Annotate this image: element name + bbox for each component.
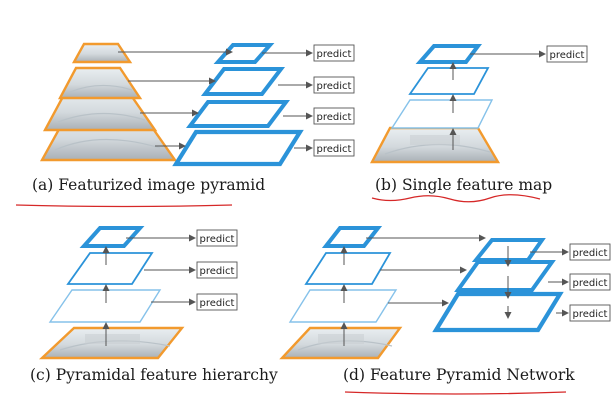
panel-a-featurized-image-pyramid: predict predict predict predict (a) Feat… bbox=[15, 42, 355, 208]
feature-map-3 bbox=[186, 100, 290, 128]
predict-box-a1: predict bbox=[313, 44, 355, 62]
predict-label: predict bbox=[317, 112, 352, 123]
feature-pyramid bbox=[172, 43, 304, 167]
panel-d-feature-pyramid-network: predict predict predict (d) Feature Pyra… bbox=[279, 226, 611, 395]
predict-label: predict bbox=[200, 266, 235, 277]
feature-map-top bbox=[415, 44, 482, 64]
image-pyramid bbox=[39, 42, 178, 162]
bottom-up-top bbox=[321, 226, 383, 248]
top-down-top bbox=[471, 238, 546, 262]
predict-label: predict bbox=[317, 49, 352, 60]
panel-c-pyramidal-feature-hierarchy: predict predict predict (c) Pyramidal fe… bbox=[30, 226, 278, 384]
underline-b bbox=[371, 194, 541, 203]
panel-b-single-feature-map: predict (b) Single feature map bbox=[370, 44, 588, 203]
caption-a: (a) Featurized image pyramid bbox=[32, 176, 265, 194]
predict-label: predict bbox=[200, 298, 235, 309]
caption-b: (b) Single feature map bbox=[375, 176, 552, 194]
predict-label: predict bbox=[573, 309, 608, 320]
underline-d bbox=[344, 391, 567, 395]
feature-map-mid bbox=[408, 67, 490, 95]
feature-map-2 bbox=[200, 67, 286, 96]
top-down-bottom bbox=[432, 291, 564, 333]
caption-c: (c) Pyramidal feature hierarchy bbox=[30, 366, 278, 384]
predict-box-a3: predict bbox=[313, 107, 355, 125]
predict-box-c2: predict bbox=[196, 261, 238, 279]
predict-label: predict bbox=[200, 234, 235, 245]
predict-label: predict bbox=[573, 278, 608, 289]
feature-map-light bbox=[390, 99, 494, 129]
underline-a bbox=[15, 204, 233, 208]
caption-d: (d) Feature Pyramid Network bbox=[343, 366, 575, 384]
predict-box-a4: predict bbox=[313, 139, 355, 157]
feature-map-top bbox=[79, 226, 145, 248]
predict-label: predict bbox=[317, 81, 352, 92]
predict-label: predict bbox=[573, 248, 608, 259]
image-level-1 bbox=[71, 42, 133, 64]
top-down-mid bbox=[454, 260, 556, 292]
image-to-feature-arrows bbox=[118, 48, 233, 150]
predict-box-a2: predict bbox=[313, 76, 355, 94]
predict-box-c3: predict bbox=[196, 293, 238, 311]
predict-box-c1: predict bbox=[196, 229, 238, 247]
feature-map-light bbox=[48, 289, 162, 323]
predict-label: predict bbox=[317, 144, 352, 155]
predict-label: predict bbox=[550, 50, 585, 61]
predict-box-d1: predict bbox=[569, 243, 611, 261]
predict-arrows bbox=[262, 49, 313, 152]
feature-map-4 bbox=[172, 129, 304, 167]
bottom-up-light bbox=[288, 289, 398, 323]
bottom-up-mid bbox=[304, 252, 392, 285]
predict-box-b1: predict bbox=[546, 45, 588, 63]
image-level-2 bbox=[58, 66, 143, 100]
predict-box-d3: predict bbox=[569, 304, 611, 322]
predict-box-d2: predict bbox=[569, 273, 611, 291]
feature-map-mid bbox=[66, 252, 154, 285]
